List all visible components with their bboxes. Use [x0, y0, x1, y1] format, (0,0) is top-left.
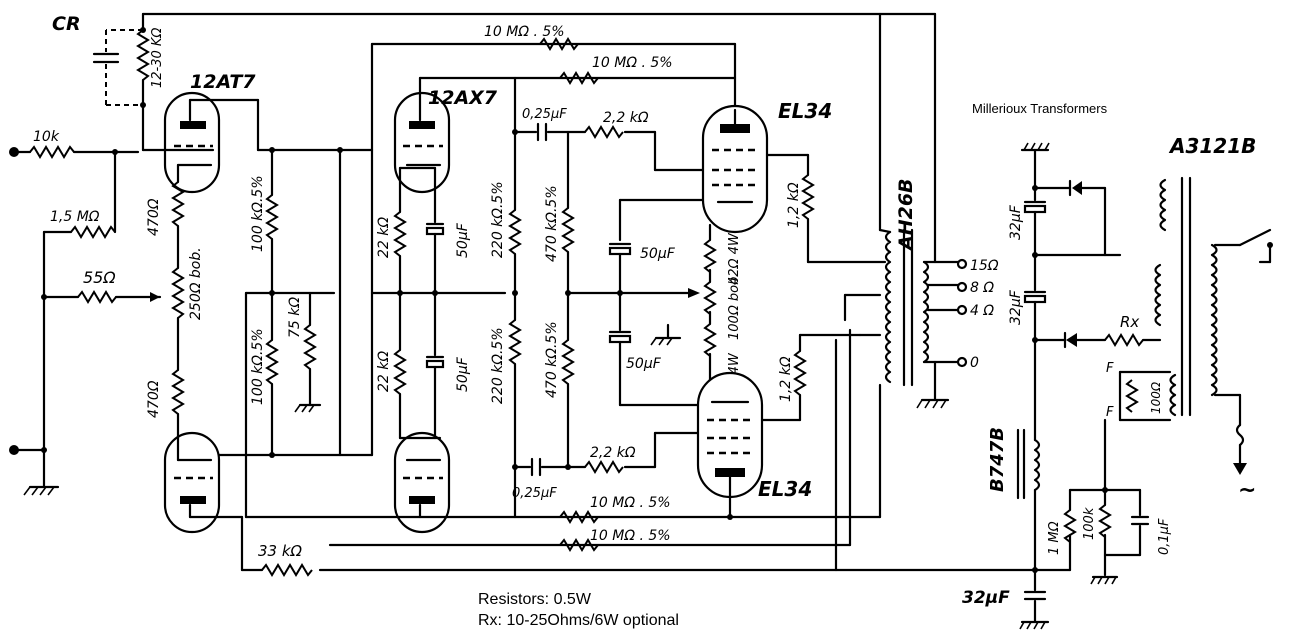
resistor-55: [77, 290, 117, 304]
resistor-100k-top: [265, 194, 279, 240]
resistor-10k: [29, 145, 75, 159]
resistor-22k-top: [393, 211, 407, 257]
label-100-bob: 100Ω bob: [727, 277, 742, 340]
label-50uf-v2-top: 50μF: [455, 222, 471, 258]
input-section: 10k 1,5 MΩ 55Ω: [9, 129, 162, 496]
label-1-2k-bottom: 1,2 kΩ: [778, 356, 794, 402]
tube-12ax7: 12AX7 22 kΩ 22 kΩ 50μF 50μF: [244, 42, 882, 534]
label-22k-bottom: 22 kΩ: [376, 351, 392, 392]
label-32uf-mid: 32μF: [1008, 289, 1024, 325]
resistor-470-top: [171, 181, 185, 227]
potentiometer-250: [171, 267, 185, 319]
label-42-top: 42Ω 4W: [727, 232, 742, 285]
tap-15: 15Ω: [970, 258, 999, 274]
label-1-2k-top: 1,2 kΩ: [786, 182, 802, 228]
label-10m-bottom1: 10 MΩ . 5%: [590, 495, 671, 511]
label-55: 55Ω: [83, 268, 116, 287]
label-470k-top: 470 kΩ.5%: [544, 185, 560, 262]
label-ac: ~: [1238, 478, 1256, 503]
resistor-1m: [1063, 509, 1077, 543]
label-100k-ps: 100k: [1082, 507, 1097, 540]
label-100-f: 100Ω: [1149, 381, 1163, 414]
label-100k-top: 100 kΩ.5%: [250, 175, 266, 252]
tube-el34-bottom: EL34 1,2 kΩ: [696, 333, 862, 520]
label-22k-top: 22 kΩ: [376, 217, 392, 258]
potentiometer-75k: [303, 324, 317, 370]
label-12ax7: 12AX7: [428, 87, 498, 109]
label-10k: 10k: [33, 129, 60, 145]
label-0-25uf-bottom: 0,25μF: [512, 486, 557, 501]
label-brand: Millerioux Transformers: [972, 101, 1108, 116]
label-cr: CR: [52, 13, 81, 35]
label-ah26b: AH26B: [895, 178, 917, 252]
tap-0: 0: [970, 355, 979, 371]
label-220k-top: 220 kΩ.5%: [490, 181, 506, 258]
resistor-33k: [261, 563, 313, 577]
resistor-12-30k: [136, 29, 150, 81]
label-50uf-v2-bottom: 50μF: [455, 356, 471, 392]
resistor-100k-ps: [1098, 504, 1112, 538]
label-10m-bottom2: 10 MΩ . 5%: [590, 528, 671, 544]
label-el34-bottom: EL34: [758, 477, 812, 501]
cr-network: CR 12-30 KΩ: [52, 12, 937, 152]
label-470k-bottom: 470 kΩ.5%: [544, 321, 560, 398]
resistor-100k-bottom: [265, 339, 279, 385]
label-32uf-top: 32μF: [1008, 204, 1024, 240]
label-1m: 1 MΩ: [1047, 521, 1062, 555]
label-100k-bottom: 100 kΩ.5%: [250, 328, 266, 405]
potentiometer-100-bob: [703, 281, 717, 315]
resistor-1-2k-bottom: [793, 350, 807, 396]
resistor-470-bottom: [171, 369, 185, 415]
tap-8: 8 Ω: [970, 280, 994, 296]
label-32uf-bottom: 32μF: [962, 588, 1010, 608]
note-rx: Rx: 10-25Ohms/6W optional: [478, 612, 679, 629]
secondary-winding: [922, 260, 930, 364]
label-50uf-c: 50μF: [640, 246, 676, 262]
label-50uf-d: 50μF: [626, 356, 662, 372]
resistor-2-2k-top: [584, 125, 624, 139]
output-transformer: AH26B 15Ω 8 Ω 4 Ω 0: [834, 12, 999, 572]
label-470-top: 470Ω: [146, 198, 162, 236]
label-el34-top: EL34: [778, 99, 832, 123]
label-a3121b: A3121B: [1168, 134, 1256, 158]
label-0-25uf-top: 0,25μF: [522, 107, 567, 122]
resistor-2-2k-bottom: [584, 460, 624, 474]
driver-coupling: 0,25μF 2,2 kΩ 220 kΩ.5% 220 kΩ.5% 470 kΩ…: [490, 76, 714, 519]
label-250-bob: 250Ω bob.: [188, 247, 204, 320]
tap-4: 4 Ω: [970, 303, 994, 319]
tube-12at7: 12AT7 470Ω 250Ω bob. 470Ω: [141, 71, 260, 534]
label-470-bottom: 470Ω: [146, 380, 162, 418]
resistor-1-2k-top: [801, 174, 815, 220]
label-12at7: 12AT7: [190, 71, 256, 93]
note-resistors: Resistors: 0.5W: [478, 591, 592, 608]
label-10m-top1: 10 MΩ . 5%: [484, 24, 565, 40]
potentiometer-100: [1125, 379, 1139, 413]
tube-el34-top: EL34 1,2 kΩ: [701, 99, 887, 264]
choke-winding: [1033, 438, 1041, 492]
label-10m-top2: 10 MΩ . 5%: [592, 55, 673, 71]
label-rx: Rx: [1120, 313, 1139, 331]
feedback-resistors: 10 MΩ . 5% 10 MΩ . 5% 10 MΩ . 5% 10 MΩ .…: [328, 24, 852, 552]
resistor-22k-bottom: [393, 349, 407, 395]
resistor-1-5m: [70, 225, 116, 239]
primary-winding: [884, 230, 892, 384]
resistor-rx: [1104, 333, 1144, 347]
label-f-bottom: F: [1106, 405, 1114, 420]
label-33k: 33 kΩ: [258, 542, 303, 560]
notes: Resistors: 0.5W Rx: 10-25Ohms/6W optiona…: [478, 591, 679, 629]
label-2-2k-bottom: 2,2 kΩ: [590, 445, 636, 461]
label-12-30k: 12-30 KΩ: [150, 28, 165, 88]
label-0-1uf: 0,1μF: [1157, 518, 1172, 555]
power-supply: Millerioux Transformers A3121B 32μF 32μF…: [962, 101, 1273, 630]
label-75k: 75 kΩ: [287, 297, 303, 338]
label-2-2k-top: 2,2 kΩ: [603, 110, 649, 126]
label-1-5m: 1,5 MΩ: [50, 209, 100, 225]
label-f-top: F: [1106, 361, 1114, 376]
label-220k-bottom: 220 kΩ.5%: [490, 327, 506, 404]
v1-load-network: 100 kΩ.5% 100 kΩ.5% 75 kΩ 33 kΩ: [217, 147, 1037, 577]
power-primary: [1159, 178, 1167, 232]
label-b747b: B747B: [987, 427, 1008, 492]
